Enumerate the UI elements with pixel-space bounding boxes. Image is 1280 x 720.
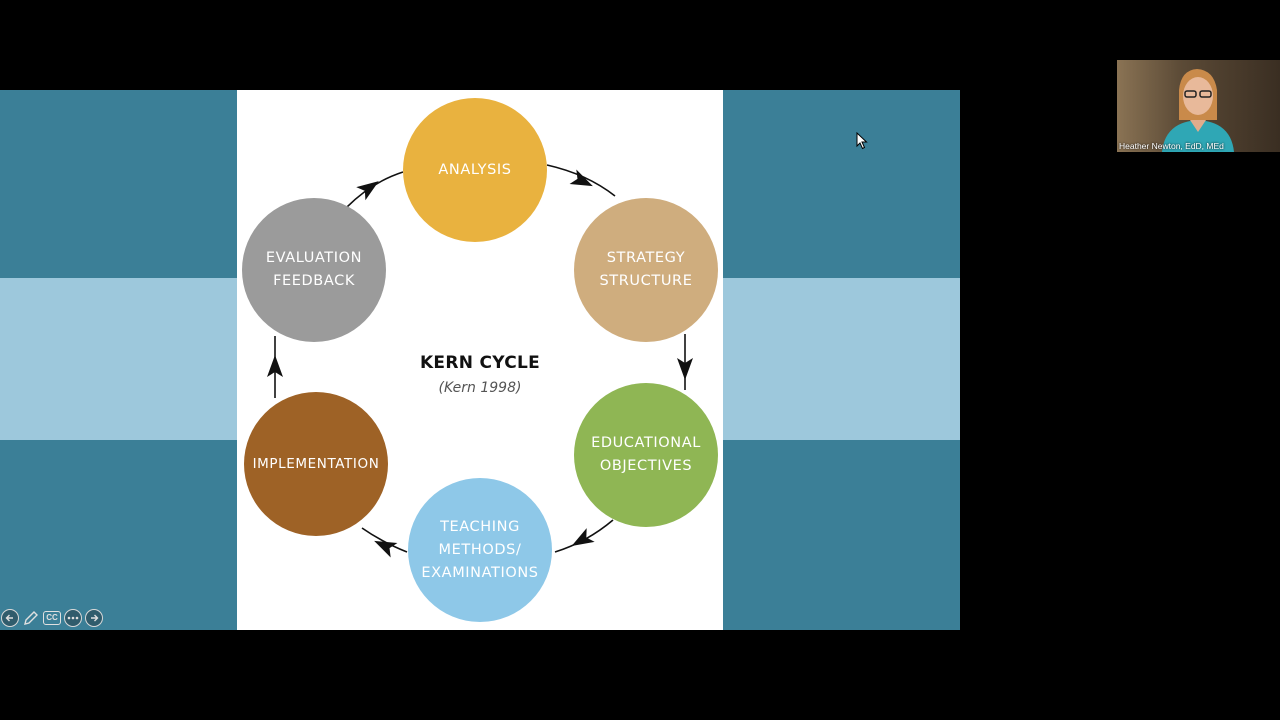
pen-icon [24, 611, 38, 625]
cycle-connector [346, 171, 404, 208]
closed-captions-button[interactable]: CC [43, 609, 61, 627]
cycle-node-evaluation-feedback [242, 198, 386, 342]
arrowhead-icon [677, 358, 693, 380]
participant-video-tile[interactable]: Heather Newton, EdD, MEd [1117, 60, 1280, 152]
cycle-node-implementation [244, 392, 388, 536]
next-slide-icon [91, 614, 99, 622]
mouse-cursor-icon [856, 132, 868, 150]
next-slide-button[interactable] [85, 609, 103, 627]
diagram-citation: (Kern 1998) [438, 380, 522, 396]
participant-video [1162, 69, 1234, 152]
more-options-button[interactable] [64, 609, 82, 627]
previous-slide-button[interactable] [1, 609, 19, 627]
participant-name: Heather Newton, EdD, MEd [1119, 141, 1224, 151]
more-options-icon [67, 616, 79, 620]
cycle-diagram [242, 98, 718, 622]
previous-slide-icon [5, 614, 13, 622]
diagram-title: KERN CYCLE [419, 353, 541, 373]
cycle-connectors [267, 164, 693, 558]
arrowhead-icon [374, 540, 398, 558]
presentation-controls: CC [0, 609, 103, 629]
pen-button[interactable] [22, 609, 40, 627]
cycle-nodes [242, 98, 718, 622]
cycle-connector [361, 527, 408, 553]
cycle-node-analysis [403, 98, 547, 242]
cycle-node-educational-objectives [574, 383, 718, 527]
arrowhead-icon [571, 528, 595, 546]
arrowhead-icon [356, 181, 379, 201]
cycle-node-teaching-methods-examinations [408, 478, 552, 622]
closed-captions-icon: CC [43, 611, 61, 625]
cycle-node-strategy-structure [574, 198, 718, 342]
arrowhead-icon [569, 169, 593, 187]
arrowhead-icon [267, 355, 283, 377]
